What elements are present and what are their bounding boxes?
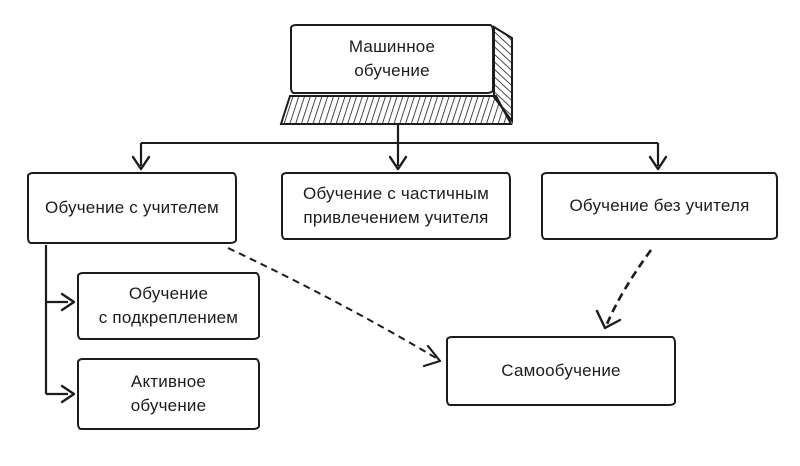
node-label: с подкреплением — [98, 308, 239, 327]
node-label: Машинное — [348, 37, 436, 56]
arrow-to-unsupervised — [648, 143, 668, 171]
arrow-to-active — [46, 384, 76, 404]
node-label: Обучение с частичным — [303, 184, 489, 203]
dashed-arrow-unsupervised-to-self-learning — [595, 249, 653, 330]
node-unsupervised: Обучение без учителя — [541, 172, 778, 240]
node-self-learning: Самообучение — [446, 336, 676, 406]
node-supervised: Обучение с учителем — [27, 172, 237, 244]
node-label: привлечением учителя — [303, 208, 489, 227]
node-active: Активное обучение — [77, 358, 260, 430]
arrow-to-supervised — [131, 143, 151, 171]
node-label: Обучение с учителем — [45, 198, 219, 217]
node-label: Самообучение — [501, 361, 621, 380]
node-label: Обучение без учителя — [569, 196, 750, 215]
node-label: обучение — [130, 396, 207, 415]
node-label: обучение — [354, 61, 430, 80]
arrow-to-reinforcement — [46, 292, 76, 312]
root-shadow-bottom-face — [279, 95, 513, 125]
arrow-to-semi-supervised — [388, 143, 408, 171]
node-machine-learning: Машинное обучение — [290, 24, 494, 94]
node-semi-supervised: Обучение с частичным привлечением учител… — [281, 172, 511, 240]
dashed-arrow-supervised-to-self-learning — [227, 247, 442, 368]
node-reinforcement: Обучение с подкреплением — [77, 272, 260, 340]
node-label: Обучение — [128, 284, 209, 303]
root-shadow-right-face — [493, 25, 513, 124]
node-label: Активное — [130, 372, 207, 391]
